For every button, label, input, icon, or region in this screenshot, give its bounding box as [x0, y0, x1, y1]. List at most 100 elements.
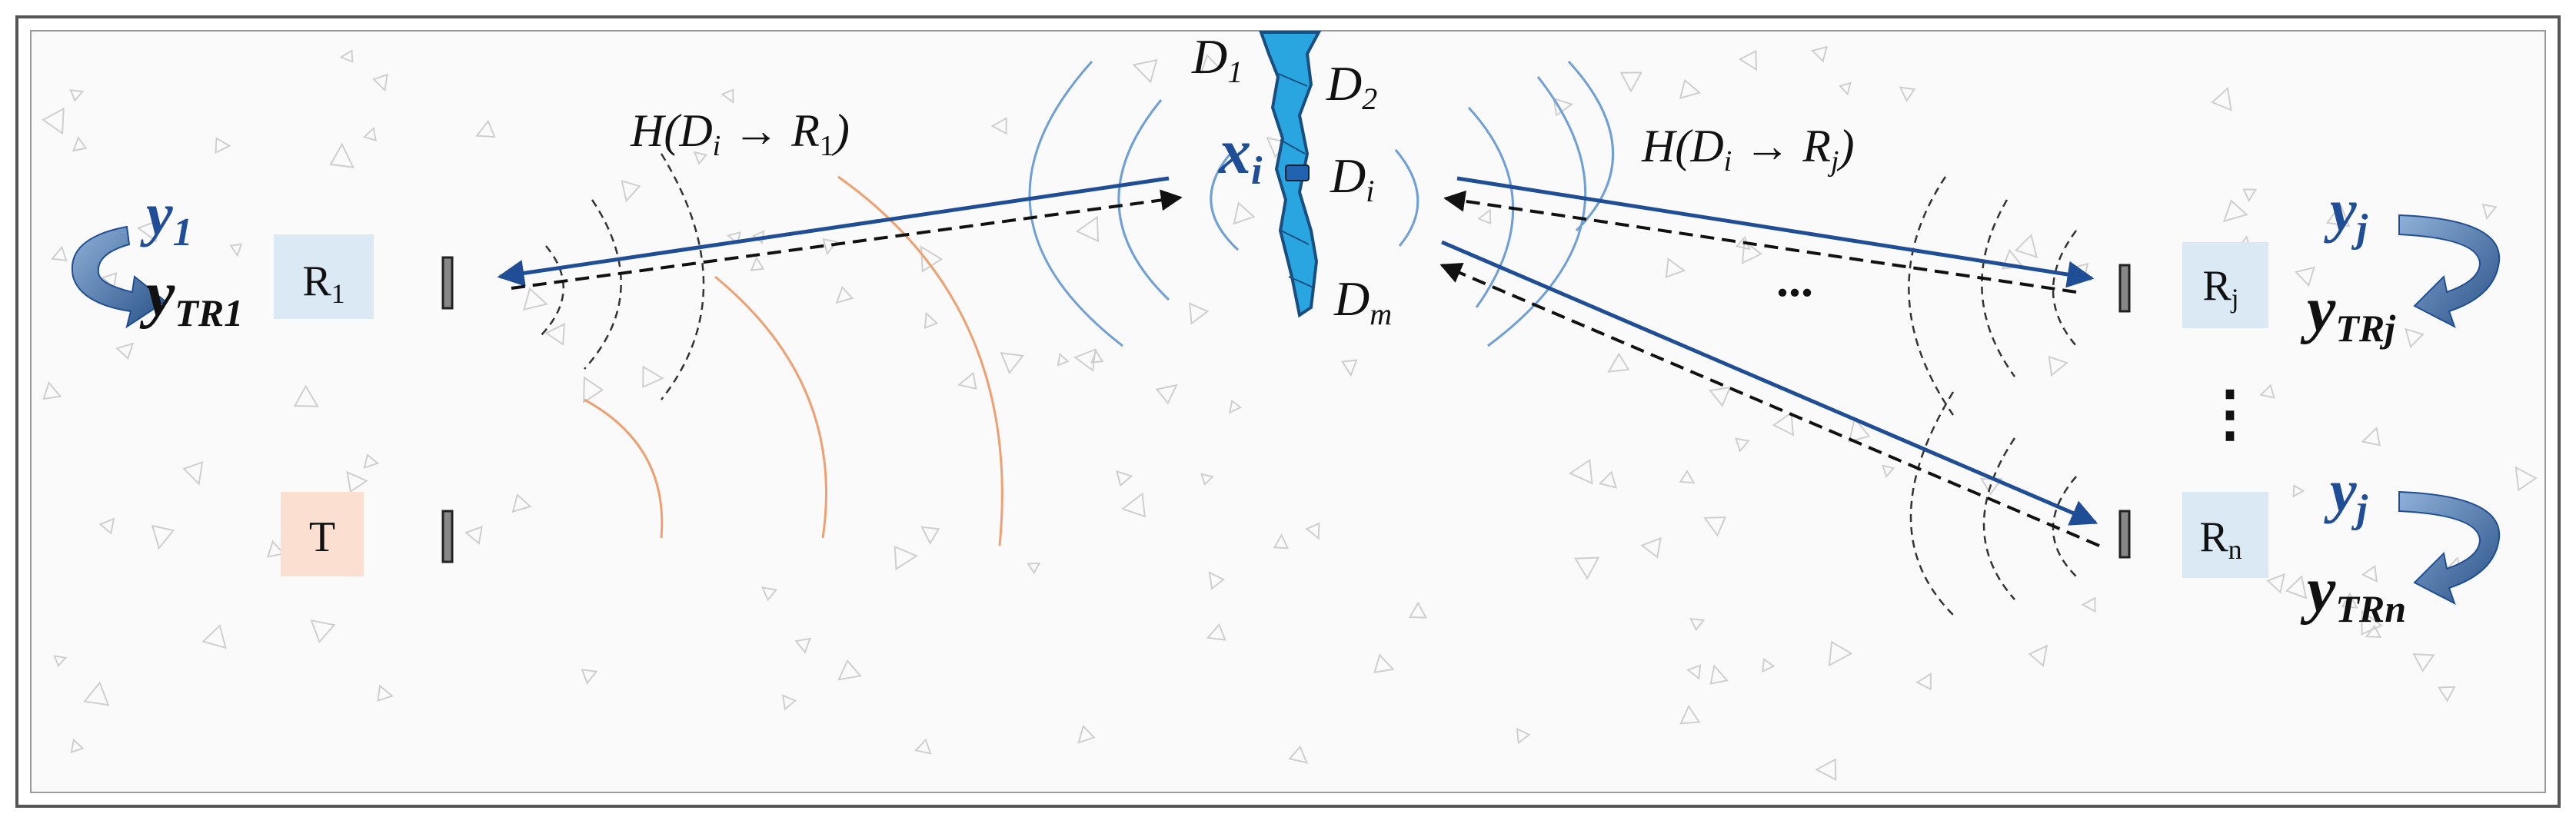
curl-arrows — [71, 214, 2501, 606]
transducer-bars — [441, 256, 2131, 563]
texture-speck — [1115, 470, 1133, 487]
texture-speck — [1208, 571, 1225, 590]
node-label-t: T — [309, 513, 335, 561]
texture-speck — [377, 684, 394, 702]
texture-speck — [1679, 470, 1696, 484]
texture-speck — [1516, 727, 1531, 745]
texture-speck — [1189, 302, 1210, 325]
texture-speck — [2292, 484, 2305, 498]
texture-speck — [53, 655, 68, 668]
rj-wave-3 — [1908, 176, 1955, 416]
texture-speck — [1077, 724, 1096, 744]
texture-speck — [1233, 201, 1256, 225]
texture-speck — [621, 179, 641, 203]
node-box-t — [281, 492, 364, 576]
rn-wave-1 — [2052, 476, 2077, 577]
receiver-waves — [537, 153, 2078, 616]
texture-speck — [2211, 86, 2232, 111]
texture-speck — [1619, 71, 1643, 93]
texture-speck — [726, 231, 741, 245]
transducer-r1 — [441, 256, 454, 310]
signal-yj-top: yj — [2324, 177, 2368, 251]
texture-speck — [136, 219, 159, 243]
texture-speck — [581, 669, 598, 685]
texture-speck — [475, 119, 496, 138]
blue-arc-r4 — [1567, 60, 1615, 232]
texture-speck — [201, 624, 227, 649]
texture-speck — [837, 659, 863, 681]
texture-speck — [339, 49, 354, 63]
texture-speck — [310, 619, 336, 643]
texture-speck — [1305, 522, 1320, 540]
texture-speck — [2294, 266, 2315, 287]
texture-speck — [750, 256, 765, 272]
texture-speck — [329, 142, 354, 168]
orange-arc-3 — [837, 175, 1003, 546]
node-boxes — [274, 234, 2268, 578]
texture-speck — [1206, 623, 1226, 641]
texture-speck — [1709, 386, 1732, 407]
texture-speck — [1341, 359, 1358, 377]
texture-speck — [1027, 562, 1041, 575]
rn-wave-3 — [1909, 391, 1955, 616]
texture-speck — [362, 126, 377, 142]
texture-speck — [1273, 533, 1290, 550]
texture-speck — [1689, 617, 1706, 632]
texture-speck — [1200, 54, 1222, 75]
texture-speck — [346, 470, 368, 493]
texture-speck — [794, 637, 811, 654]
texture-speck — [1288, 745, 1309, 764]
texture-speck — [2028, 644, 2048, 667]
texture-speck — [115, 342, 135, 360]
transducer-rn — [2118, 510, 2131, 559]
texture-speck — [2259, 384, 2275, 399]
texture-speck — [1811, 45, 1828, 63]
texture-speck — [372, 73, 388, 92]
texture-speck — [229, 243, 243, 257]
node-box-r1 — [274, 234, 374, 319]
texture-speck — [2048, 355, 2069, 377]
texture-speck — [522, 287, 548, 311]
texture-speck — [920, 245, 944, 273]
texture-speck — [1882, 464, 1895, 479]
texture-speck — [721, 88, 734, 104]
texture-speck — [215, 137, 231, 154]
texture-speck — [583, 376, 604, 404]
texture-speck — [1735, 437, 1750, 453]
blue-arc-r1 — [1394, 149, 1419, 247]
texture-speck — [2365, 624, 2382, 639]
label-h-left: H(Di→R1) — [630, 105, 850, 162]
texture-speck — [1000, 352, 1024, 375]
texture-speck — [1090, 349, 1104, 364]
rj-wave-2 — [1981, 199, 2016, 377]
texture-speck — [1373, 653, 1395, 673]
texture-speck — [2412, 653, 2435, 673]
texture-speck — [1228, 399, 1243, 414]
texture-speck — [920, 526, 940, 545]
texture-speck — [2081, 596, 2096, 613]
texture-speck — [1073, 348, 1097, 372]
texture-speck — [693, 151, 708, 165]
texture-speck — [363, 453, 380, 469]
blue-arc-r2 — [1467, 106, 1514, 308]
texture-speck — [70, 738, 85, 754]
curl-arrow-right-bottom — [2398, 490, 2501, 606]
label-di: Di — [1330, 148, 1374, 208]
path-r1-to-source — [511, 189, 1183, 290]
node-label-rn: Rn — [2199, 513, 2242, 565]
texture-speck — [835, 285, 854, 304]
texture-speck — [1741, 239, 1763, 264]
texture-speck — [822, 237, 839, 256]
signal-yj-bottom: yj — [2324, 457, 2368, 531]
texture-speck — [914, 738, 932, 755]
node-label-r1: R1 — [302, 257, 344, 309]
texture-speck — [957, 371, 977, 390]
texture-speck — [2481, 203, 2498, 221]
texture-speck — [2014, 233, 2039, 258]
texture-speck — [464, 525, 483, 545]
texture-speck — [151, 524, 175, 550]
texture-speck — [2405, 327, 2425, 349]
texture-speck — [2361, 609, 2384, 636]
texture-speck — [101, 272, 118, 290]
texture-speck — [51, 245, 68, 261]
